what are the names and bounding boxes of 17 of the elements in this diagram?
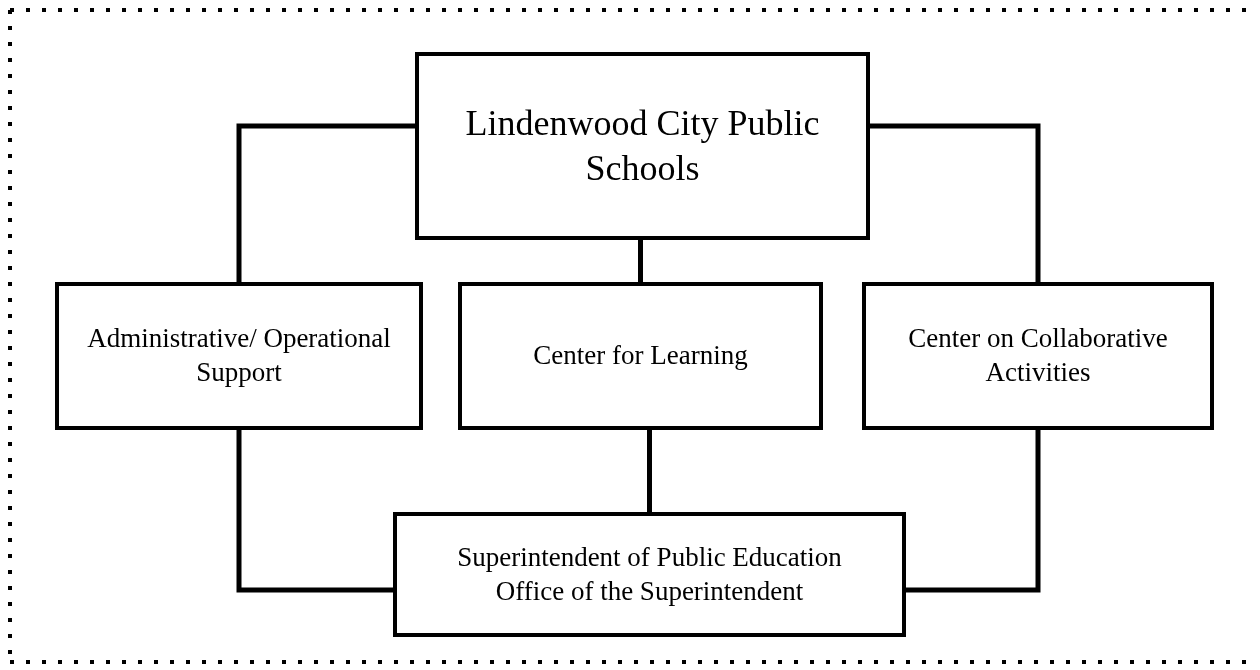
box-label: Office of the Superintendent (495, 574, 804, 608)
connector-line (906, 430, 1041, 593)
box-label: Center for Learning (533, 339, 748, 373)
connector-line (870, 123, 1041, 282)
box-label: Center on Collaborative Activities (907, 322, 1169, 389)
connector-line (236, 430, 393, 593)
connector-line (236, 123, 415, 282)
connector-line (647, 430, 652, 512)
org-box (55, 282, 423, 430)
box-label: Lindenwood City Public Schools (464, 102, 821, 190)
org-box (862, 282, 1214, 430)
connector-line (638, 240, 643, 282)
box-label: Superintendent of Public Education (457, 540, 842, 574)
org-box (415, 52, 870, 240)
org-box (458, 282, 823, 430)
org-box (393, 512, 906, 637)
box-label: Administrative/ Operational Support (86, 322, 392, 389)
